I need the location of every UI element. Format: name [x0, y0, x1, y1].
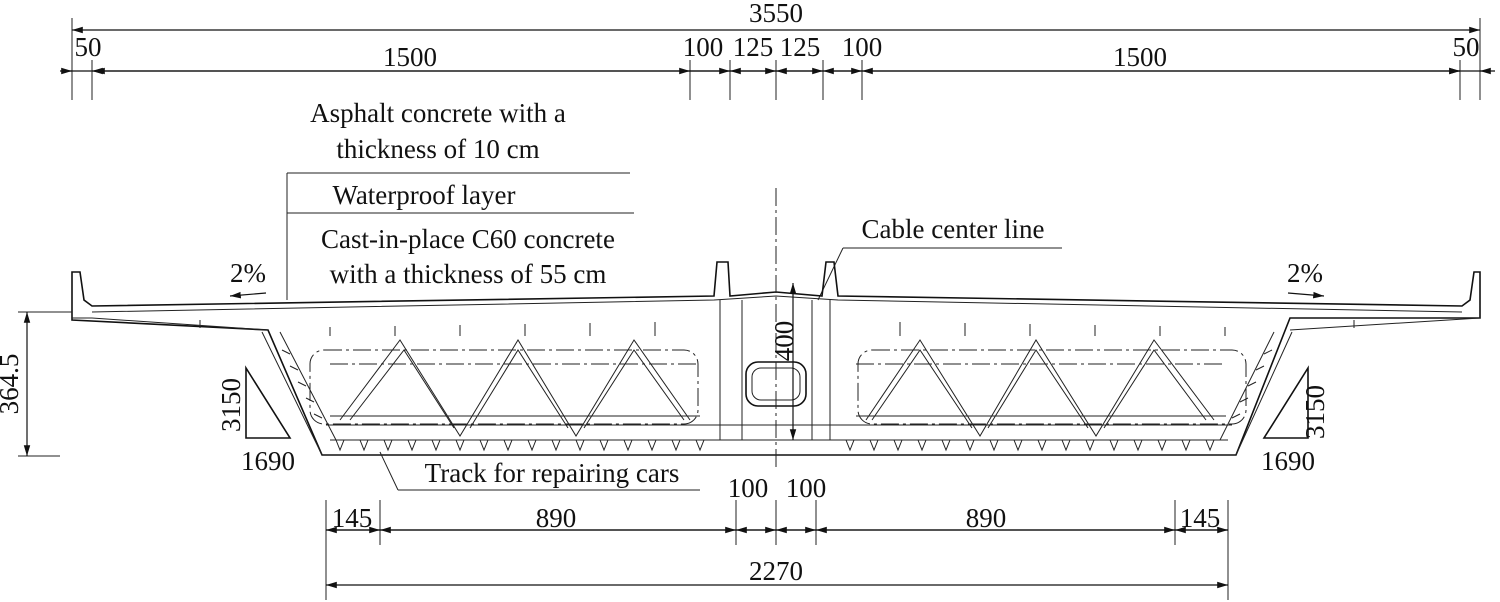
dim-1500-left: 1500 [383, 42, 437, 72]
bottom-width-label: 2270 [749, 556, 803, 586]
dim-145-left: 145 [332, 503, 373, 533]
dim-145-right: 145 [1180, 503, 1221, 533]
dim-100-left: 100 [683, 32, 724, 62]
center-depth-dimension: 400 [769, 283, 799, 440]
dim-890-right: 890 [966, 503, 1007, 533]
deck-section [71, 261, 1481, 456]
slope-right-label: 2% [1287, 258, 1323, 288]
overall-width-label: 3550 [749, 0, 803, 28]
dim-890-left: 890 [536, 503, 577, 533]
dim-1500-right: 1500 [1113, 42, 1167, 72]
center-depth-label: 400 [769, 321, 799, 362]
top-segment-dimensions: 50 1500 100 125 125 100 1500 50 [60, 32, 1495, 100]
dim-100-bottom-right: 100 [786, 473, 827, 503]
top-overall-dimension: 3550 [71, 0, 1481, 100]
cast-concrete-label-line1: Cast-in-place C60 concrete [321, 224, 615, 254]
cast-concrete-label-line2: with a thickness of 55 cm [330, 259, 607, 289]
track-callout: Track for repairing cars [379, 451, 700, 491]
web-run-left-label: 1690 [241, 446, 295, 476]
layer-callouts: Asphalt concrete with a thickness of 10 … [286, 98, 634, 300]
depth-dimension-left: 364.5 [0, 311, 72, 457]
cable-center-label: Cable center line [862, 214, 1045, 244]
web-slope-right: 3150 1690 [1261, 365, 1330, 476]
slope-left-label: 2% [230, 258, 266, 288]
truss-left [309, 339, 700, 437]
track-label: Track for repairing cars [425, 458, 680, 488]
dim-50-left: 50 [75, 32, 102, 62]
dim-100-right: 100 [842, 32, 883, 62]
asphalt-label-line2: thickness of 10 cm [336, 134, 539, 164]
dim-125-right: 125 [780, 32, 821, 62]
truss-right [856, 339, 1247, 437]
dim-125-left: 125 [733, 32, 774, 62]
cable-center-callout: Cable center line [817, 214, 1062, 301]
slope-left: 2% [229, 258, 267, 299]
web-run-right-label: 1690 [1261, 446, 1315, 476]
dim-100-bottom-left: 100 [728, 473, 769, 503]
web-height-left-label: 3150 [216, 378, 246, 432]
depth-left-label: 364.5 [0, 354, 24, 415]
bottom-segment-dimensions: 145 890 100 100 890 145 [325, 473, 1229, 600]
web-height-right-label: 3150 [1300, 385, 1330, 439]
dim-50-right: 50 [1453, 32, 1480, 62]
asphalt-label-line1: Asphalt concrete with a [310, 98, 566, 128]
waterproof-label: Waterproof layer [333, 180, 516, 210]
web-slope-left: 3150 1690 [216, 365, 295, 476]
slope-right: 2% [1287, 258, 1325, 299]
bottom-overall-dimension: 2270 [326, 556, 1228, 589]
